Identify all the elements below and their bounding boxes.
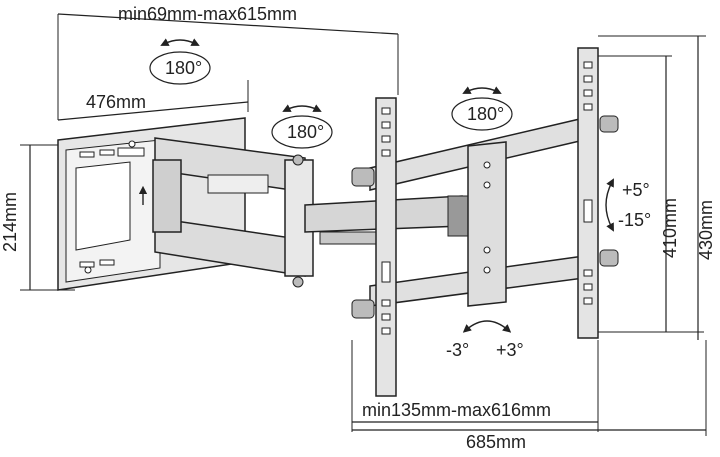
dimension-overall-height: 430mm bbox=[598, 35, 716, 340]
swivel-wall-label: 180° bbox=[165, 58, 202, 78]
angle-swivel-wall: 180° bbox=[149, 38, 211, 85]
tv-rail-left bbox=[351, 97, 397, 397]
angle-swivel-tv: 180° bbox=[451, 86, 513, 131]
tv-rail-right bbox=[577, 47, 619, 339]
dimension-tv-vertical: 410mm bbox=[598, 55, 704, 333]
dimension-wall-plate-height: 214mm bbox=[0, 144, 75, 291]
arm-extension-label: min69mm-max615mm bbox=[118, 4, 297, 24]
swivel-tv-label: 180° bbox=[467, 104, 504, 124]
primary-arm bbox=[152, 137, 314, 288]
dimension-tv-horizontal: min135mm-max616mm bbox=[351, 340, 599, 432]
rotate-left-label: -3° bbox=[446, 340, 469, 360]
tv-vertical-label: 410mm bbox=[660, 198, 680, 258]
overall-height-label: 430mm bbox=[696, 200, 716, 260]
angle-rotate: -3° +3° bbox=[446, 320, 524, 360]
wall-plate-width-label: 476mm bbox=[86, 92, 146, 112]
overall-width-label: 685mm bbox=[466, 432, 526, 452]
tilt-up-label: +5° bbox=[622, 180, 650, 200]
dimension-wall-plate-width: 476mm bbox=[57, 80, 249, 121]
tv-horizontal-label: min135mm-max616mm bbox=[362, 400, 551, 420]
wall-plate bbox=[57, 117, 246, 291]
wall-plate-height-label: 214mm bbox=[0, 192, 20, 252]
tv-bracket-center-plate bbox=[467, 141, 507, 307]
swivel-arm-label: 180° bbox=[287, 122, 324, 142]
angle-swivel-arm: 180° bbox=[271, 104, 333, 149]
rotate-right-label: +3° bbox=[496, 340, 524, 360]
tilt-down-label: -15° bbox=[618, 210, 651, 230]
dimension-arm-extension: min69mm-max615mm bbox=[57, 4, 399, 120]
angle-tilt: +5° -15° bbox=[605, 178, 651, 232]
dimension-overall-width: 685mm bbox=[352, 340, 707, 452]
